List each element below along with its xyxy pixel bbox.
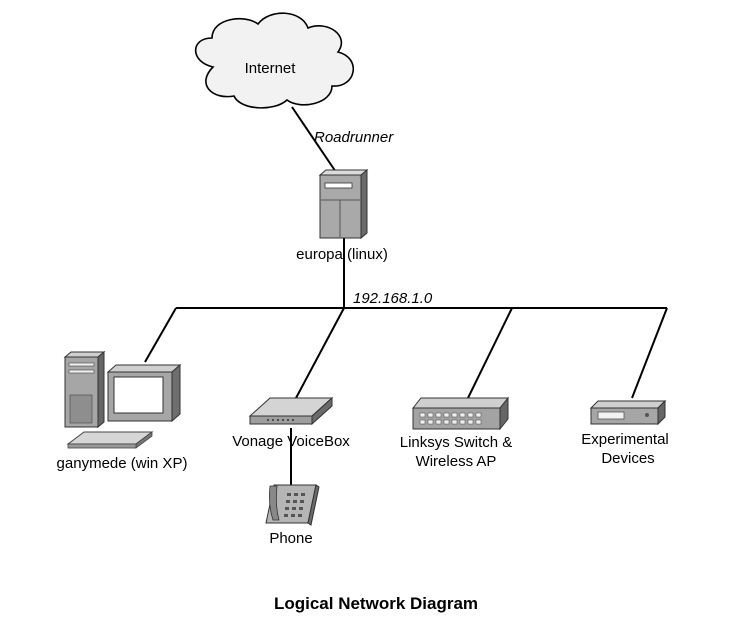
wan-link-line (291, 106, 341, 179)
voip-box-icon (248, 396, 334, 426)
server-icon (318, 168, 369, 240)
internet-cloud-icon (194, 12, 355, 109)
router-label: europa (linux) (296, 246, 388, 263)
voip-label: Vonage VoiceBox (232, 433, 350, 450)
phone-label: Phone (269, 530, 313, 547)
pc-drop-line (144, 307, 177, 363)
internet-label: Internet (244, 60, 296, 77)
switch-label-line1: Linksys Switch & (399, 434, 513, 451)
device-box-icon (589, 399, 667, 426)
network-switch-icon (411, 396, 510, 431)
phone-icon (265, 484, 320, 526)
subnet-label: 192.168.1.0 (353, 290, 433, 307)
experimental-label-line2: Devices (601, 450, 655, 467)
voip-drop-line (295, 307, 345, 399)
switch-drop-line (467, 307, 513, 399)
experimental-label-line1: Experimental (581, 431, 669, 448)
wan-link-label: Roadrunner (314, 129, 394, 146)
pc-label: ganymede (win XP) (56, 455, 188, 472)
switch-label-line2: Wireless AP (415, 453, 497, 470)
desktop-pc-icon (63, 350, 182, 449)
experimental-drop-line (631, 307, 668, 399)
diagram-title: Logical Network Diagram (273, 594, 479, 613)
connection-lines (144, 106, 668, 485)
